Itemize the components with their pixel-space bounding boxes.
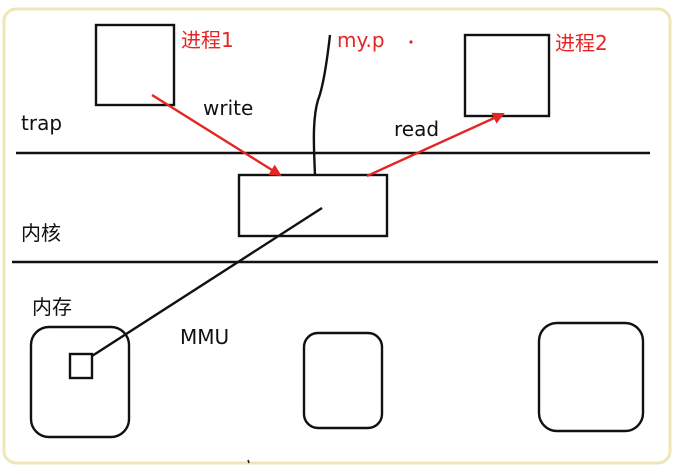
write-arrow xyxy=(151,93,282,177)
small-dot xyxy=(409,40,413,44)
process2-label: 进程2 xyxy=(555,31,608,55)
memory-label: 内存 xyxy=(32,295,72,319)
bottom-tick xyxy=(247,459,250,464)
kernel-pipe-buffer xyxy=(237,173,389,238)
process1-box xyxy=(94,23,176,107)
mypipe-label: my.p xyxy=(337,28,385,52)
process2-box xyxy=(463,33,551,118)
kernel-label: 内核 xyxy=(21,221,61,245)
memory-block-2 xyxy=(302,331,384,430)
memory-page-small xyxy=(68,352,94,380)
memory-block-3 xyxy=(537,321,645,433)
memory-block-1 xyxy=(29,325,131,439)
mmu-mapping-line xyxy=(91,206,323,358)
read-arrow xyxy=(366,112,505,178)
read-label: read xyxy=(394,117,440,141)
process1-label: 进程1 xyxy=(181,28,234,52)
mypipe-connector xyxy=(312,34,332,176)
trap-label: trap xyxy=(21,111,63,135)
mmu-label: MMU xyxy=(180,325,230,349)
write-label: write xyxy=(203,96,254,120)
